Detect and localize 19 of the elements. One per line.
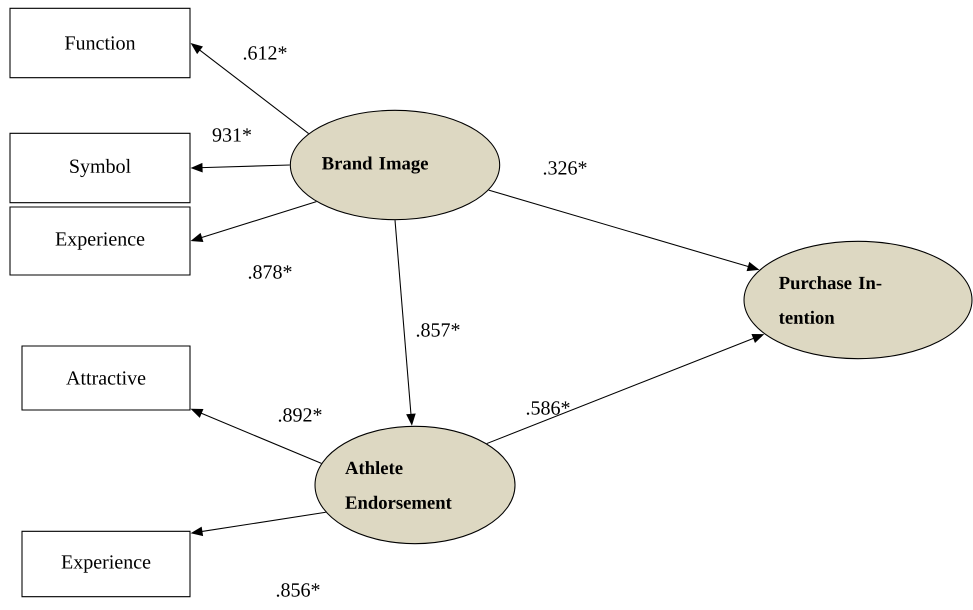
construct-label: Brand Image [322,156,428,174]
construct-label: Purchase In- tention [778,276,882,324]
edge-label: .586* [526,401,570,415]
variable-box: Experience [9,206,191,276]
variable-box: Attractive [21,345,191,411]
variable-box: Function [9,8,191,78]
construct-ellipse [290,110,500,220]
edge-label: .857* [416,323,460,337]
construct-ellipse [743,240,973,360]
edge-label: .856* [276,583,320,597]
construct-label: Athlete Endorsement [345,461,452,509]
edge-label: 931* [212,128,252,142]
edge-label: .612* [244,46,287,60]
edge-label: .878* [248,265,292,279]
variable-box: Symbol [9,132,191,204]
construct-ellipse [314,426,516,544]
variable-box: Experience [21,530,191,598]
edge-label: .326* [544,161,587,175]
edge-label: .892* [278,408,322,422]
